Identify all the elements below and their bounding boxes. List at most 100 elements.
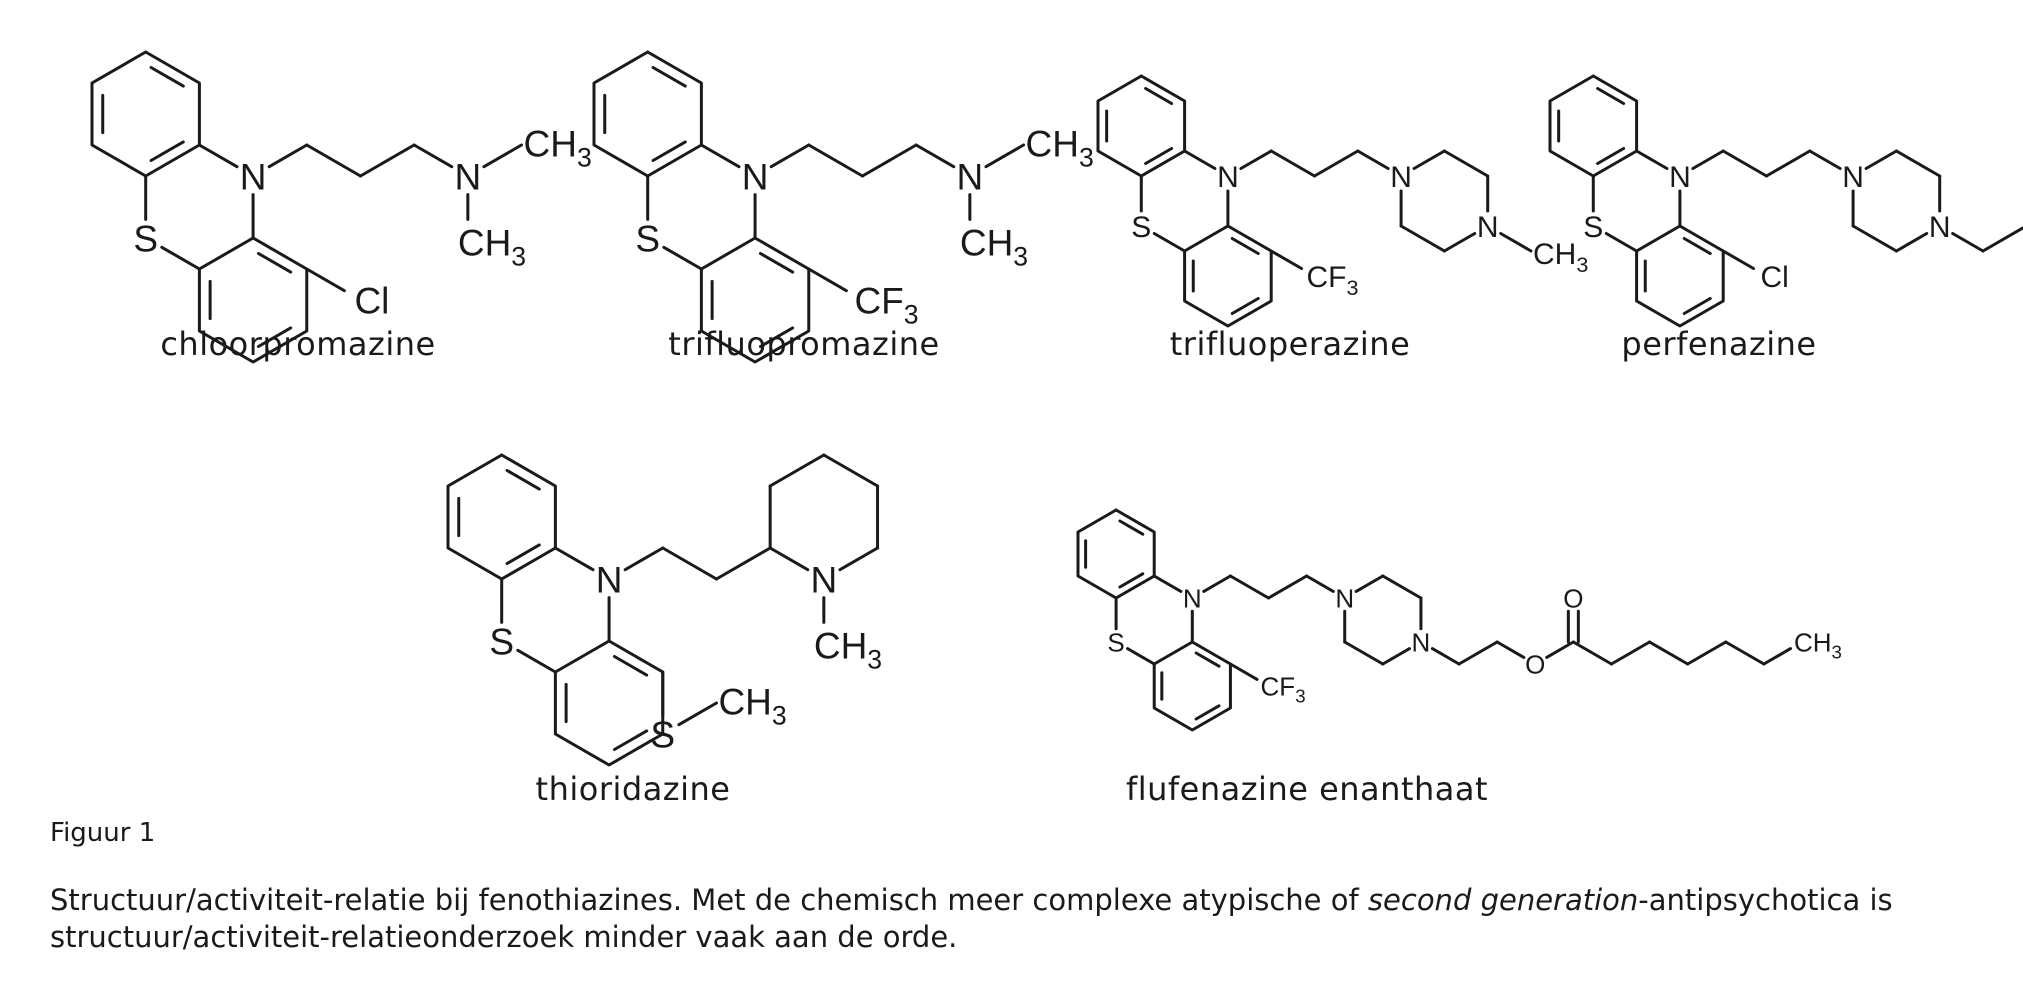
bond [1354, 574, 1385, 593]
double-bond-line [149, 140, 185, 162]
bond [1381, 574, 1423, 600]
double-bond-line [651, 140, 687, 162]
bond [1495, 640, 1526, 659]
compound-name: perfenazine [1621, 325, 1816, 363]
bond [807, 143, 864, 178]
bond [1412, 149, 1446, 170]
bond [1343, 640, 1385, 666]
bond [1571, 640, 1613, 666]
bond [1724, 640, 1766, 666]
bond [1228, 662, 1259, 681]
bond [1442, 232, 1477, 253]
figure-label: Figuur 1 [50, 818, 156, 848]
piperazine-nitrogen-label: N [1929, 211, 1951, 244]
trifluoromethyl-label: CF3​ [1261, 671, 1306, 706]
bond [1808, 149, 1842, 170]
bond [1864, 149, 1898, 170]
figure-structures: NSNCH3​CH3​ClNSNCH3​CH3​CF3​NSNNCH3​CF3​… [90, 50, 2023, 808]
double-bond-line [256, 252, 293, 274]
compound-name: chloorpromazine [160, 325, 435, 363]
bond [1635, 224, 1682, 253]
ring-sulfur-label: S [635, 218, 660, 259]
bond [1894, 149, 1942, 178]
bond [160, 245, 201, 271]
thioether-sulfur-label: S [650, 714, 675, 755]
bond [197, 143, 239, 169]
bond [1648, 640, 1690, 666]
methyl-label: CH3​ [1026, 123, 1094, 172]
ring-sulfur-label: S [1131, 211, 1151, 244]
benzene-ring-right [699, 236, 811, 364]
chloro-substituent-label: Cl [354, 280, 389, 321]
bond [1305, 574, 1335, 593]
compound-name: trifluoperazine [1170, 325, 1411, 363]
benzene-ring-left [1096, 74, 1187, 178]
bond [1183, 149, 1217, 170]
bond [1545, 640, 1575, 659]
bond [1609, 640, 1652, 666]
ring-sulfur-label: S [489, 621, 514, 662]
ring-nitrogen-label: N [596, 559, 623, 600]
trifluoromethyl-label: CF3​ [854, 280, 918, 329]
bond [1762, 647, 1793, 666]
ring-nitrogen-label: N [1669, 161, 1691, 194]
piperazine-nitrogen-label: N [1335, 583, 1354, 613]
bond [1152, 232, 1187, 253]
methyl-label: CH3​ [458, 222, 526, 271]
double-bond-line [505, 543, 541, 565]
double-bond-line [758, 252, 795, 274]
methyl-label: CH3​ [960, 222, 1028, 271]
bond [1356, 149, 1390, 170]
ring-nitrogen-label: N [742, 156, 769, 197]
bond [768, 546, 810, 572]
carbonyl-oxygen-label: O [1563, 583, 1583, 613]
double-bond-line [651, 66, 687, 88]
double-bond-line [1118, 572, 1145, 589]
bond [1239, 149, 1273, 170]
double-bond-line [1194, 651, 1221, 668]
bond [1430, 647, 1461, 666]
bond [1981, 226, 2023, 253]
double-bond-line [1194, 704, 1221, 721]
bond [768, 453, 826, 488]
bond [1951, 232, 1985, 253]
ring-sulfur-label: S [1583, 211, 1603, 244]
ring-nitrogen-label: N [240, 156, 267, 197]
ring-nitrogen-label: N [1183, 583, 1202, 613]
double-bond-line [612, 655, 649, 677]
methyl-label: CH3​ [1533, 238, 1588, 277]
bond [1152, 640, 1194, 666]
bond [714, 546, 772, 581]
bond [516, 648, 557, 674]
benzene-ring-right [1635, 224, 1725, 328]
piperazine-nitrogen-label: N [1412, 627, 1431, 657]
double-bond-line [505, 469, 541, 491]
bond [1126, 647, 1156, 666]
bond [358, 143, 416, 178]
ester-oxygen-label: O [1525, 649, 1545, 679]
bond [661, 546, 718, 581]
bond [305, 267, 346, 293]
methyl-label: CH3​ [524, 123, 592, 172]
double-bond-line [1682, 237, 1712, 255]
bond [769, 143, 811, 169]
compound-name: flufenazine enanthaat [1126, 770, 1488, 808]
bond [1267, 574, 1309, 600]
bond [914, 143, 956, 169]
figure-caption: Structuur/activiteit-relatie bij fenothi… [50, 882, 1990, 956]
bond [1442, 149, 1490, 178]
benzene-ring-right [553, 639, 665, 767]
bond [1457, 640, 1499, 666]
piperidine-nitrogen-label: N [810, 559, 837, 600]
benzene-ring-right [197, 236, 309, 364]
bond [1851, 224, 1898, 253]
bond [1269, 249, 1304, 270]
piperazine-nitrogen-label: N [1842, 161, 1864, 194]
bond [860, 143, 918, 178]
bond [197, 236, 255, 271]
caption-text-1: Structuur/activiteit-relatie bij fenothi… [50, 883, 1368, 917]
compound-name: thioridazine [536, 770, 731, 808]
bond [1721, 149, 1768, 178]
ring-sulfur-label: S [133, 218, 158, 259]
